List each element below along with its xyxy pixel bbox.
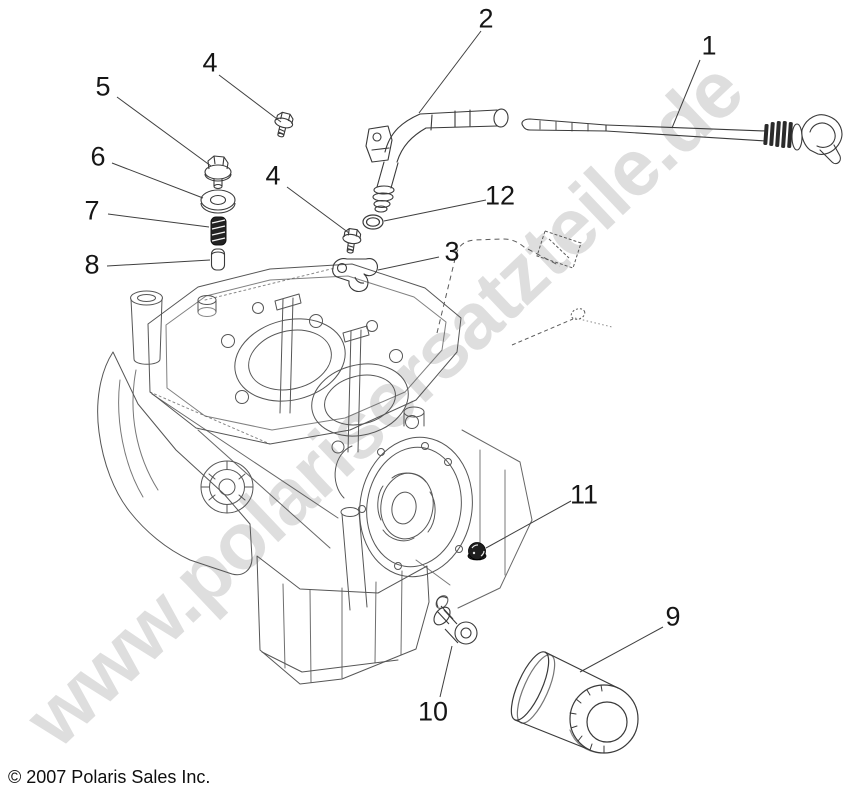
callout-dowel-pin: 8 [84,249,100,280]
leader-line-dowel-pin [106,259,211,267]
leader-line-o-ring [383,199,487,222]
part-fitting [433,595,478,645]
callout-fitting: 10 [417,696,449,727]
leader-line-flange-bolt-b [286,186,350,234]
callout-oil-fill-tube: 2 [478,3,494,34]
part-flange-bolt-b [342,227,362,254]
callout-plug-bolt: 5 [95,71,111,102]
part-dipstick [521,114,843,165]
part-plug-bolt [204,155,232,190]
leader-line-dipstick [671,59,701,129]
leader-line-plug-bolt [116,96,212,167]
copyright-text: © 2007 Polaris Sales Inc. [8,767,211,787]
callout-washer: 6 [90,141,106,172]
callout-flange-nut: 11 [569,479,599,510]
leader-lines [106,30,701,698]
part-flange-nut [467,542,487,561]
hidden-hose-dashed [436,230,613,346]
leader-line-flange-nut [485,500,572,549]
engine-block [97,263,533,685]
leader-line-fitting [439,645,453,698]
callout-flange-bolt-a: 4 [202,47,218,78]
callout-oil-filter: 9 [665,601,681,632]
callout-o-ring: 12 [484,180,516,211]
leader-line-oil-filter [579,626,664,673]
part-bracket [332,258,378,292]
leader-line-washer [111,162,204,199]
leader-line-bracket [377,256,440,271]
part-flange-bolt-a [274,111,294,138]
part-oil-fill-tube [365,108,509,213]
part-spring [210,216,227,246]
callout-spring: 7 [84,195,100,226]
callout-bracket: 3 [444,236,460,267]
leader-line-oil-fill-tube [418,30,482,114]
part-dowel-pin [210,248,226,271]
part-o-ring [362,214,384,230]
callout-dipstick: 1 [701,30,717,61]
part-oil-filter [510,651,639,754]
leader-line-spring [107,213,210,228]
part-washer [200,189,236,214]
leader-line-flange-bolt-a [218,74,282,123]
dipstick-ribs [763,120,793,149]
callout-flange-bolt-b: 4 [265,160,281,191]
